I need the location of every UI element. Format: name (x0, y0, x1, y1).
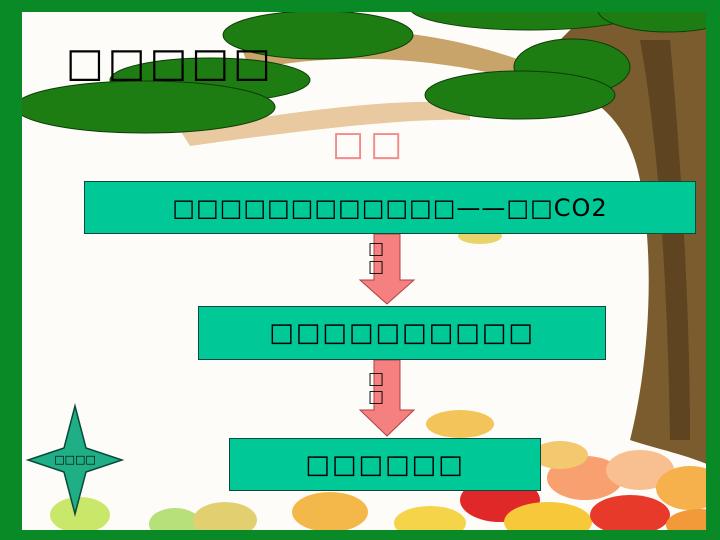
arrow-label-2: □ □ (367, 369, 385, 407)
apple (590, 495, 670, 535)
trunk-shade (640, 40, 690, 440)
apple (149, 508, 201, 540)
apple (532, 441, 588, 469)
leaf-cluster (424, 70, 616, 120)
flow-step-1: □□□□□□□□□□□□——□□CO2 (84, 181, 696, 234)
apple (193, 502, 257, 538)
leaf-cluster (14, 80, 276, 134)
down-arrow (358, 359, 416, 437)
flow-step-3: □□□□□□ (229, 438, 541, 491)
flow-step-2: □□□□□□□□□□ (198, 306, 606, 360)
slide-title: □□□□□ (66, 40, 275, 86)
branch (180, 101, 470, 146)
apple (292, 492, 368, 532)
apple (666, 509, 720, 540)
apple (50, 497, 110, 533)
nav-button-label[interactable]: □□□□ (54, 453, 96, 466)
apple (656, 466, 720, 510)
slide-subtitle: □□ (332, 124, 409, 164)
apple (394, 506, 466, 540)
apple (606, 450, 674, 490)
apple (426, 410, 494, 438)
arrow-label-1: □ □ (367, 239, 385, 277)
down-arrow (358, 233, 416, 305)
nav-star-icon[interactable] (25, 403, 125, 517)
